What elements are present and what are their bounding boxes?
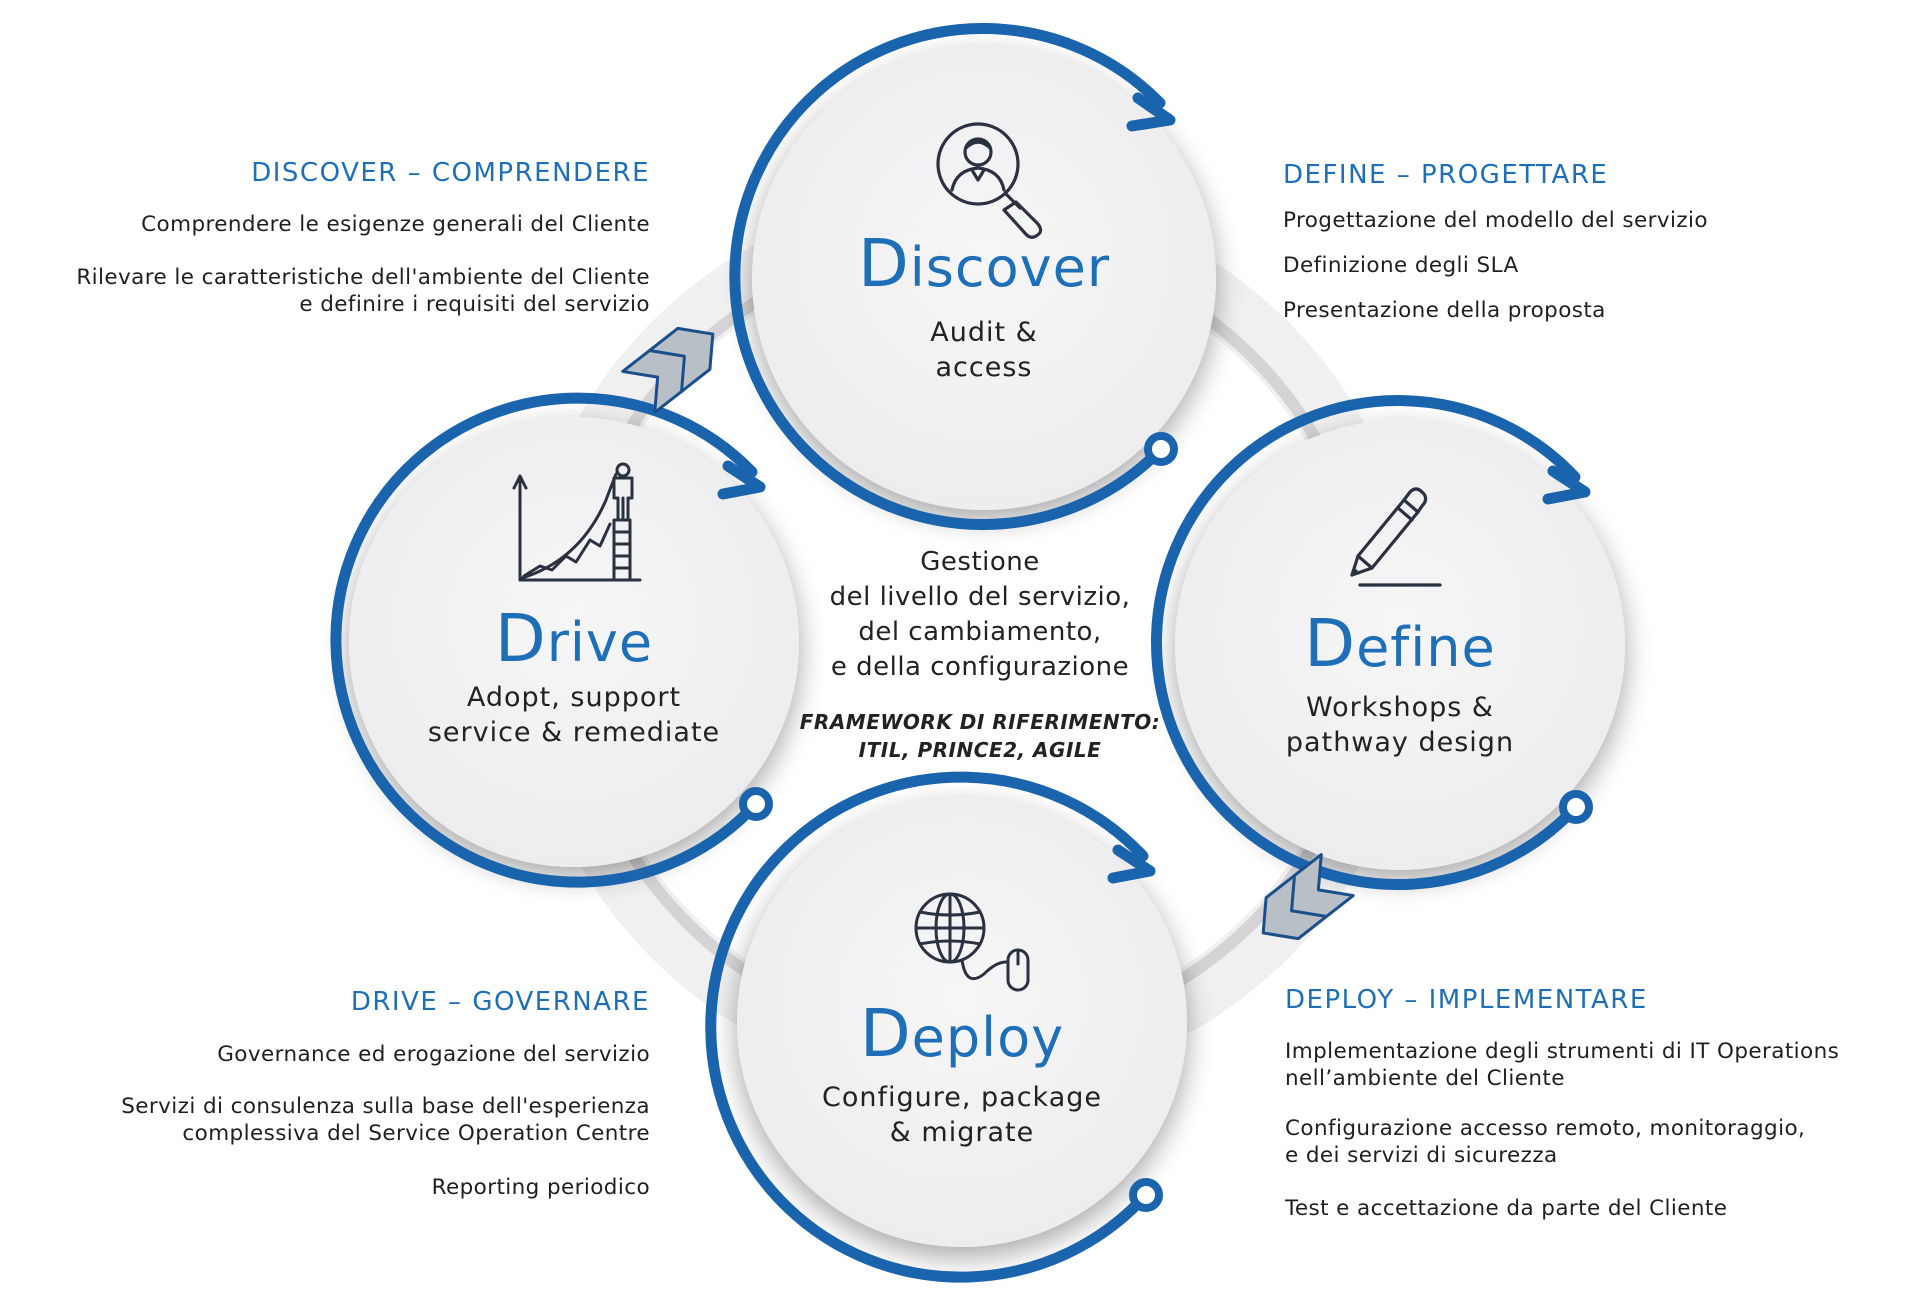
define-panel-heading: DEFINE – PROGETTARE xyxy=(1283,160,1609,190)
discover-panel-item: Rilevare le caratteristiche dell'ambient… xyxy=(76,265,650,317)
growth-chart-icon xyxy=(512,462,642,582)
define-subtitle: Workshops & pathway design xyxy=(1285,692,1515,758)
discover-title: Discover xyxy=(857,225,1111,302)
chevron-upper-left-icon xyxy=(621,326,715,414)
deploy-node xyxy=(705,771,1187,1283)
framework-reference: FRAMEWORK DI RIFERIMENTO: ITIL, PRINCE2,… xyxy=(799,710,1161,762)
define-panel-item: Presentazione della proposta xyxy=(1283,298,1606,323)
discover-node xyxy=(729,23,1216,530)
drive-panel-heading: DRIVE – GOVERNARE xyxy=(350,987,650,1017)
globe-mouse-icon xyxy=(914,892,1030,992)
drive-subtitle: Adopt, support service & remediate xyxy=(427,682,721,748)
define-node xyxy=(1150,395,1625,890)
person-search-icon xyxy=(936,122,1043,239)
define-panel-item: Definizione degli SLA xyxy=(1283,253,1519,278)
define-panel-item: Progettazione del modello del servizio xyxy=(1283,208,1708,233)
discover-subtitle: Audit & access xyxy=(930,317,1038,383)
pencil-icon xyxy=(1350,487,1442,587)
deploy-panel-item: Configurazione accesso remoto, monitorag… xyxy=(1285,1116,1806,1168)
discover-panel-item: Comprendere le esigenze generali del Cli… xyxy=(141,212,650,237)
drive-node xyxy=(330,392,799,888)
center-description: Gestione del livello del servizio, del c… xyxy=(829,547,1131,682)
deploy-panel-item: Implementazione degli strumenti di IT Op… xyxy=(1285,1039,1840,1091)
drive-panel-item: Servizi di consulenza sulla base dell'es… xyxy=(121,1094,650,1146)
define-title: Define xyxy=(1304,605,1496,682)
deploy-subtitle: Configure, package & migrate xyxy=(821,1082,1102,1148)
deploy-title: Deploy xyxy=(859,995,1065,1072)
drive-title: Drive xyxy=(494,600,654,677)
drive-panel-item: Reporting periodico xyxy=(431,1175,650,1200)
drive-panel-item: Governance ed erogazione del servizio xyxy=(217,1042,650,1067)
discover-panel-heading: DISCOVER – COMPRENDERE xyxy=(251,158,650,188)
deploy-panel-item: Test e accettazione da parte del Cliente xyxy=(1285,1196,1728,1221)
deploy-panel-heading: DEPLOY – IMPLEMENTARE xyxy=(1285,985,1648,1015)
chevron-lower-right-icon xyxy=(1261,853,1355,941)
